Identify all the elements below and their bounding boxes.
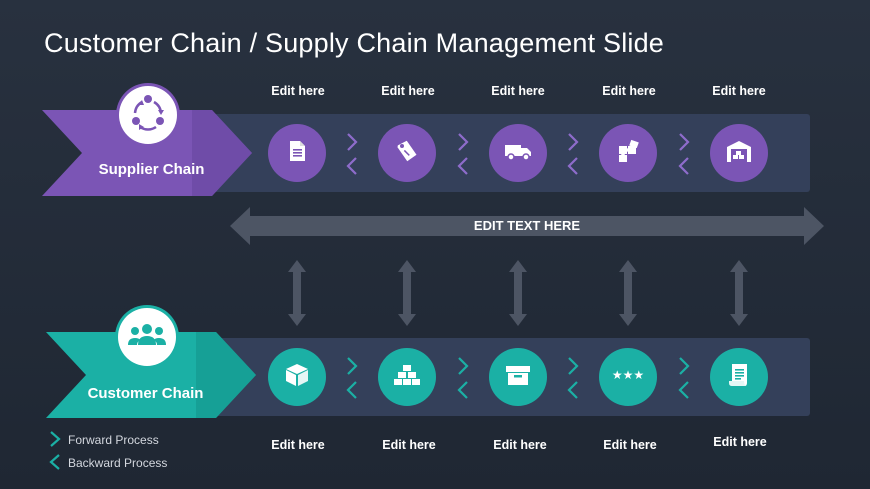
customer-step-4-label: Edit here	[603, 438, 657, 452]
supplier-step-5-label: Edit here	[712, 84, 766, 98]
archive-box-icon	[504, 362, 532, 393]
customer-step-2-label: Edit here	[382, 438, 436, 452]
legend-forward-label: Forward Process	[68, 433, 159, 447]
backward-legend-icon	[49, 454, 60, 470]
supplier-step-2	[378, 124, 436, 182]
legend-backward-label: Backward Process	[68, 456, 168, 470]
three-stars-icon: ★★★	[611, 368, 645, 387]
receipt-scroll-icon	[726, 361, 752, 394]
delivery-truck-icon	[503, 139, 533, 168]
customer-process-arrows	[346, 357, 690, 399]
warehouse-icon	[725, 138, 753, 169]
customer-step-5	[710, 348, 768, 406]
customer-step-3	[489, 348, 547, 406]
customer-step-1-label: Edit here	[271, 438, 325, 452]
supplier-step-1-label: Edit here	[271, 84, 325, 98]
customer-step-4: ★★★	[599, 348, 657, 406]
vertical-connector-arrows	[288, 260, 748, 326]
supplier-chain-label: Supplier Chain	[98, 161, 205, 178]
price-tag-icon	[393, 137, 421, 170]
supplier-step-4-label: Edit here	[602, 84, 656, 98]
customer-step-1	[268, 348, 326, 406]
supplier-step-3-label: Edit here	[491, 84, 545, 98]
backward-chevron-icon	[346, 157, 357, 175]
svg-text:★★★: ★★★	[612, 368, 644, 382]
supplier-step-2-label: Edit here	[381, 84, 435, 98]
customer-step-2	[378, 348, 436, 406]
forward-chevron-icon	[347, 133, 358, 151]
forward-legend-icon	[50, 431, 61, 447]
people-group-icon	[127, 320, 167, 355]
customer-emblem	[118, 308, 176, 366]
customer-chevron	[46, 332, 256, 418]
slide-title: Customer Chain / Supply Chain Management…	[44, 28, 665, 58]
stacked-boxes-icon	[393, 362, 421, 393]
customer-step-3-label: Edit here	[493, 438, 547, 452]
supplier-step-1	[268, 124, 326, 182]
customer-chain-label: Customer Chain	[87, 385, 204, 402]
puzzle-icon	[614, 137, 642, 170]
cycle-arrows-icon	[128, 93, 168, 138]
customer-step-5-label: Edit here	[713, 435, 767, 449]
supplier-chevron	[42, 110, 252, 196]
middle-label: EDIT TEXT HERE	[473, 218, 581, 233]
supplier-emblem	[119, 86, 177, 144]
supplier-step-3	[489, 124, 547, 182]
middle-double-arrow	[230, 207, 824, 245]
supplier-step-5	[710, 124, 768, 182]
box-icon	[283, 361, 311, 394]
supplier-process-arrows	[346, 133, 690, 175]
document-icon	[284, 138, 310, 169]
supplier-step-4	[599, 124, 657, 182]
